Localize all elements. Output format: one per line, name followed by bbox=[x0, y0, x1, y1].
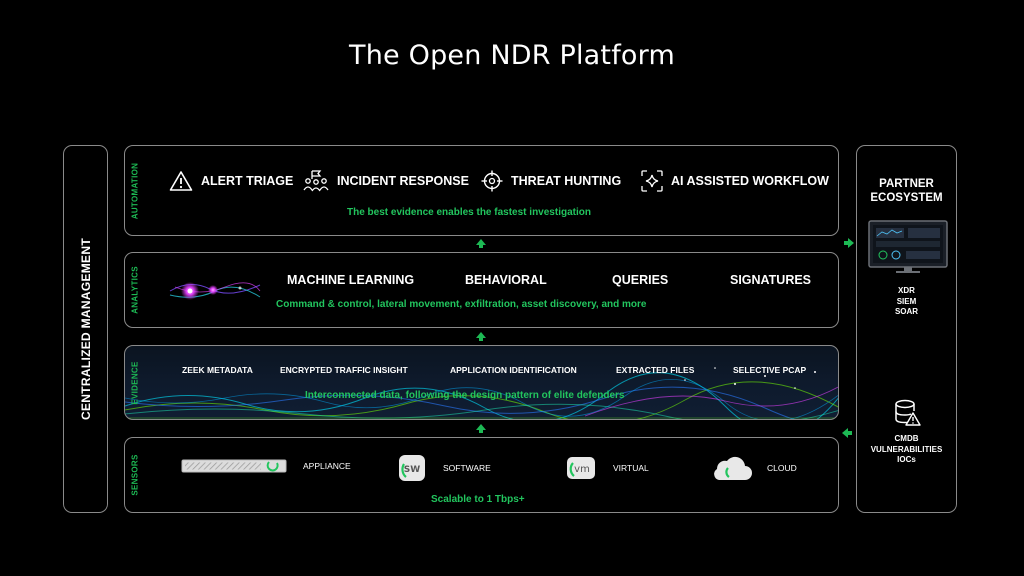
sensors-subtitle: Scalable to 1 Tbps+ bbox=[431, 494, 525, 505]
software-badge: SW bbox=[404, 465, 420, 475]
ai-assisted-workflow-label: AI ASSISTED WORKFLOW bbox=[671, 174, 829, 188]
queries-item: QUERIES bbox=[612, 273, 669, 287]
threat-hunting-item: THREAT HUNTING bbox=[481, 170, 621, 192]
signatures-item: SIGNATURES bbox=[730, 273, 812, 287]
cloud-icon bbox=[714, 456, 752, 480]
arrow-up-icon bbox=[476, 239, 486, 248]
automation-side-label: AUTOMATION bbox=[130, 162, 140, 219]
evidence-subtitle: Interconnected data, following the desig… bbox=[305, 390, 625, 401]
neural-glow-icon bbox=[169, 282, 261, 300]
incident-response-item: INCIDENT RESPONSE bbox=[303, 170, 469, 192]
partner-out-siem: SIEM bbox=[896, 296, 917, 306]
centralized-management-panel: CENTRALIZED MANAGEMENT bbox=[63, 145, 108, 513]
application-identification-item: APPLICATION IDENTIFICATION bbox=[450, 365, 577, 375]
data-wave-graphic bbox=[125, 367, 838, 419]
virtual-badge: vm bbox=[574, 464, 590, 475]
ai-assisted-workflow-item: AI ASSISTED WORKFLOW bbox=[641, 170, 829, 192]
zeek-metadata-item: ZEEK METADATA bbox=[182, 365, 253, 375]
machine-learning-item: MACHINE LEARNING bbox=[287, 273, 415, 287]
selective-pcap-item: SELECTIVE PCAP bbox=[733, 365, 807, 375]
crosshair-icon bbox=[481, 170, 503, 192]
partner-in-iocs: IOCs bbox=[897, 455, 916, 464]
warning-triangle-icon bbox=[169, 171, 193, 191]
cloud-item: CLOUD bbox=[709, 453, 797, 483]
evidence-side-label: EVIDENCE bbox=[130, 360, 140, 405]
database-alert-icon bbox=[895, 399, 921, 426]
software-item: SW SOFTWARE bbox=[397, 453, 491, 483]
centralized-management-label: CENTRALIZED MANAGEMENT bbox=[78, 238, 93, 420]
partner-title-line2: ECOSYSTEM bbox=[870, 192, 943, 204]
evidence-layer: EVIDENCE ZEEK METADATA ENCRYPTED TRAFFIC… bbox=[124, 345, 839, 420]
arrow-up-icon bbox=[476, 424, 486, 433]
automation-layer: AUTOMATION ALERT TRIAGE INCIDENT RESPONS… bbox=[124, 145, 839, 236]
virtual-label: VIRTUAL bbox=[613, 463, 649, 473]
appliance-icon bbox=[181, 459, 287, 473]
virtual-icon: vm bbox=[567, 457, 595, 479]
automation-subtitle: The best evidence enables the fastest in… bbox=[347, 207, 591, 218]
partner-in-list: CMDB VULNERABILITIES IOCs bbox=[857, 434, 956, 466]
arrow-left-icon bbox=[842, 428, 852, 438]
extracted-files-item: EXTRACTED FILES bbox=[616, 365, 695, 375]
ai-sparkle-icon bbox=[641, 170, 663, 192]
partner-title-line1: PARTNER bbox=[879, 178, 934, 190]
threat-hunting-label: THREAT HUNTING bbox=[511, 174, 622, 188]
arrow-up-icon bbox=[476, 332, 486, 341]
partner-ecosystem-title: PARTNER ECOSYSTEM bbox=[857, 177, 956, 205]
page-title: The Open NDR Platform bbox=[349, 40, 675, 71]
behavioral-item: BEHAVIORAL bbox=[465, 273, 547, 287]
appliance-item: APPLIANCE bbox=[181, 458, 351, 474]
virtual-item: vm VIRTUAL bbox=[565, 453, 649, 483]
alert-triage-item: ALERT TRIAGE bbox=[169, 170, 293, 192]
sensors-layer: SENSORS APPLIANCE SW SOFTWARE vm VIR bbox=[124, 437, 839, 513]
partner-out-xdr: XDR bbox=[898, 286, 915, 295]
partner-in-vulnerabilities: VULNERABILITIES bbox=[870, 444, 943, 454]
sensors-side-label: SENSORS bbox=[130, 454, 140, 496]
partner-out-list: XDR SIEM SOAR bbox=[857, 286, 956, 318]
arrow-right-icon bbox=[844, 238, 854, 248]
software-icon: SW bbox=[399, 455, 425, 481]
cloud-label: CLOUD bbox=[767, 463, 797, 473]
monitor-dashboard-icon bbox=[868, 220, 948, 273]
partner-in-cmdb: CMDB bbox=[894, 434, 919, 443]
analytics-subtitle: Command & control, lateral movement, exf… bbox=[276, 299, 647, 310]
analytics-side-label: ANALYTICS bbox=[130, 266, 140, 314]
encrypted-traffic-insight-item: ENCRYPTED TRAFFIC INSIGHT bbox=[280, 365, 408, 375]
partner-ecosystem-panel: PARTNER ECOSYSTEM XDR SIEM SOAR CMDB VUL… bbox=[856, 145, 957, 513]
partner-out-soar: SOAR bbox=[894, 307, 919, 316]
alert-triage-label: ALERT TRIAGE bbox=[201, 174, 294, 188]
team-flag-icon bbox=[303, 170, 329, 192]
software-label: SOFTWARE bbox=[443, 463, 491, 473]
incident-response-label: INCIDENT RESPONSE bbox=[337, 174, 469, 188]
analytics-layer: ANALYTICS MACHINE LEARNING BEHAVIORAL QU… bbox=[124, 252, 839, 328]
appliance-label: APPLIANCE bbox=[303, 461, 351, 471]
